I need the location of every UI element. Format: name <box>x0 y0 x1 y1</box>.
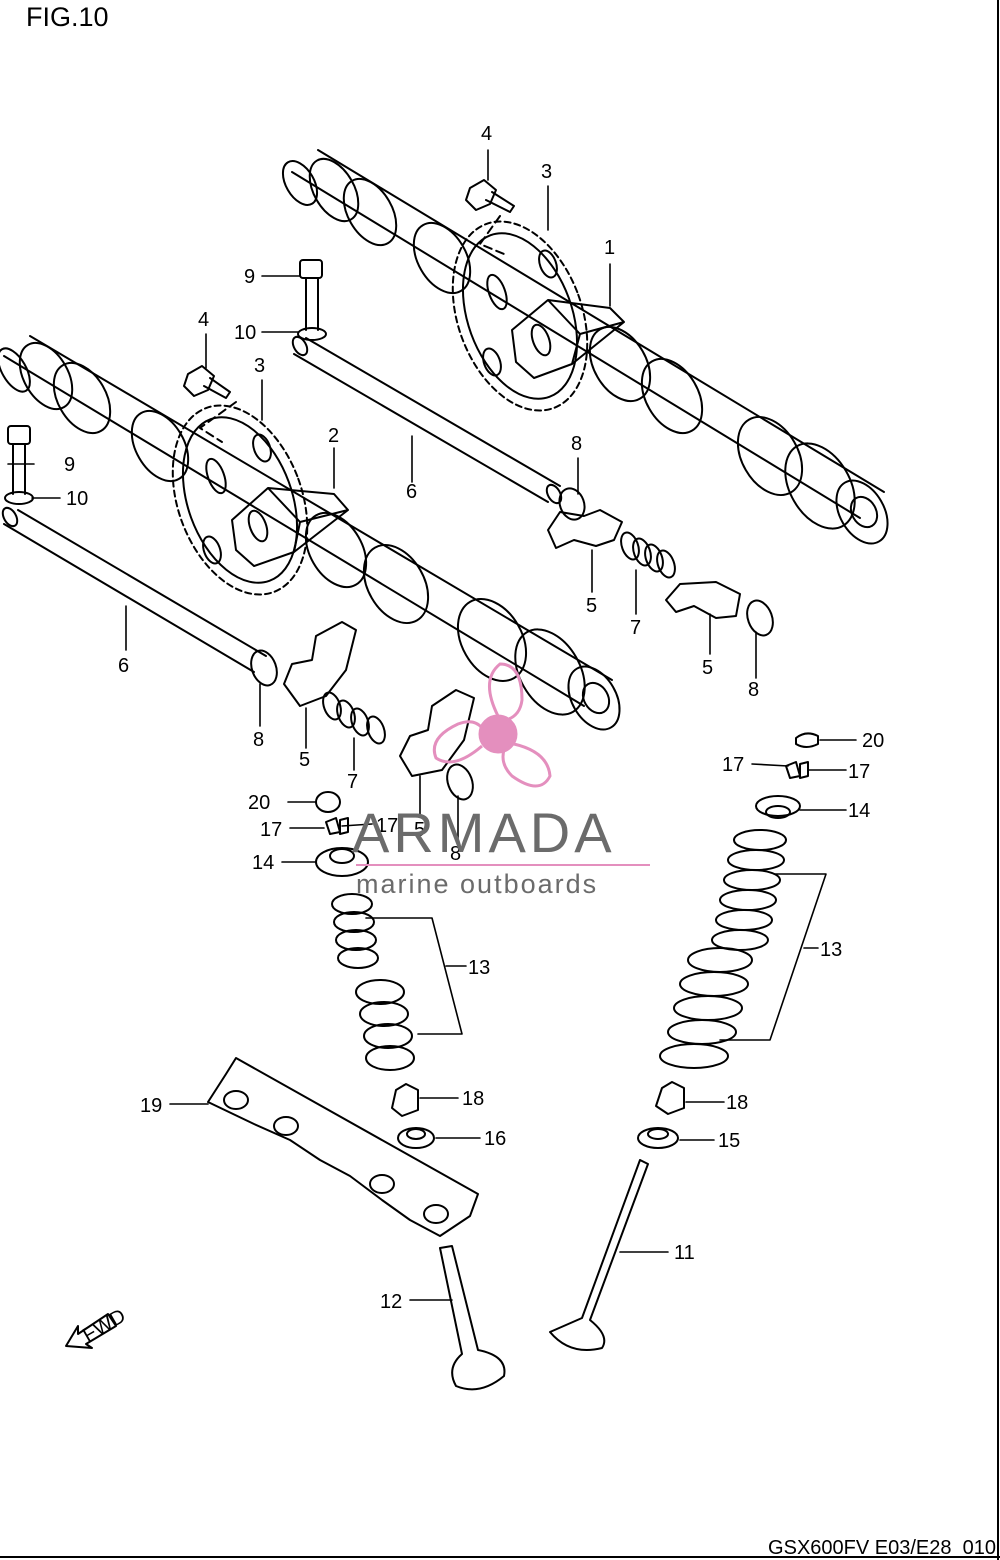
callout-8: 8 <box>253 729 264 751</box>
rocker-arm-5-c <box>283 621 357 707</box>
callout-18: 18 <box>726 1092 748 1114</box>
callout-6: 6 <box>118 655 129 677</box>
callout-4: 4 <box>481 123 492 145</box>
callout-7: 7 <box>347 771 358 793</box>
rocker-arm-5-d <box>399 689 475 777</box>
bolt-9-upper <box>297 259 327 341</box>
callout-9: 9 <box>64 454 75 476</box>
callout-4: 4 <box>198 309 209 331</box>
spring-7-upper <box>620 531 676 579</box>
callout-20: 20 <box>248 792 270 814</box>
svg-text:FWD: FWD <box>79 1305 129 1347</box>
cotter-17-right <box>785 761 809 779</box>
spring-7-lower <box>322 691 386 745</box>
frame-right-border <box>997 0 999 1560</box>
diagram-code: GSX600FV E03/E28_010 <box>768 1537 996 1559</box>
armada-propeller-logo <box>432 662 552 788</box>
callout-5: 5 <box>414 819 425 841</box>
fwd-arrow-icon: FWD <box>65 1305 130 1349</box>
cotter-17-left <box>325 817 349 835</box>
washer-8-b <box>746 599 774 637</box>
leader-lines <box>7 149 857 1301</box>
callout-8: 8 <box>450 843 461 865</box>
stem-seal-18-right <box>655 1081 685 1115</box>
figure-title: FIG.10 <box>26 2 109 32</box>
rocker-shaft-lower <box>1 506 267 673</box>
callout-13: 13 <box>468 957 490 979</box>
callout-3: 3 <box>541 161 552 183</box>
callout-7: 7 <box>630 617 641 639</box>
callout-17: 17 <box>260 819 282 841</box>
frame-bottom-border <box>0 1556 1000 1558</box>
bolt-9-lower <box>4 425 34 505</box>
cam-sprocket-lower <box>171 404 309 596</box>
callout-17: 17 <box>376 815 398 837</box>
shim-20-right <box>795 732 819 748</box>
callout-2: 2 <box>328 425 339 447</box>
watermark-brand: ARMADA <box>352 801 616 864</box>
callout-16: 16 <box>484 1128 506 1150</box>
callout-11: 11 <box>674 1242 695 1264</box>
valve-11 <box>549 1159 649 1351</box>
callout-17: 17 <box>848 761 870 783</box>
callout-9: 9 <box>244 266 255 288</box>
callout-5: 5 <box>299 749 310 771</box>
camshaft-lower <box>0 335 621 731</box>
callout-19: 19 <box>140 1095 162 1117</box>
callout-8: 8 <box>748 679 759 701</box>
callout-17: 17 <box>722 754 744 776</box>
callout-12: 12 <box>380 1291 402 1313</box>
spring-13-right <box>659 829 787 1069</box>
washer-8-a <box>558 487 586 521</box>
watermark-divider <box>356 864 650 866</box>
cam-hub-lower <box>231 487 349 567</box>
rocker-shaft-upper <box>291 335 563 505</box>
stem-seal-18-left <box>391 1083 419 1117</box>
retainer-14-right <box>755 795 801 819</box>
rocker-arm-5-a <box>547 509 623 549</box>
callout-15: 15 <box>718 1130 740 1152</box>
callout-13: 13 <box>820 939 842 961</box>
gasket-19 <box>207 1057 479 1237</box>
callout-14: 14 <box>252 852 274 874</box>
washer-8-d <box>446 763 474 801</box>
valve-12 <box>439 1245 506 1391</box>
spring-seat-16 <box>397 1127 435 1149</box>
rocker-arm-5-b <box>665 581 741 619</box>
callout-3: 3 <box>254 355 265 377</box>
callout-labels: 1 2 3 3 4 4 5 5 5 5 6 6 7 7 8 8 8 8 9 9 … <box>64 123 884 1313</box>
spring-seat-15 <box>637 1127 679 1149</box>
callout-10: 10 <box>234 322 256 344</box>
callout-8: 8 <box>571 433 582 455</box>
callout-5: 5 <box>702 657 713 679</box>
callout-14: 14 <box>848 800 870 822</box>
spring-13-left <box>331 893 415 1071</box>
callout-6: 6 <box>406 481 417 503</box>
callout-10: 10 <box>66 488 88 510</box>
cam-hub-upper <box>511 299 625 379</box>
shim-20-left <box>315 791 341 813</box>
washer-8-c <box>250 649 278 687</box>
watermark-tagline: marine outboards <box>356 869 599 899</box>
cam-sprocket-upper <box>451 220 589 412</box>
callout-1: 1 <box>604 237 615 259</box>
callout-20: 20 <box>862 730 884 752</box>
bolt-4-lower <box>183 365 237 443</box>
callout-18: 18 <box>462 1088 484 1110</box>
callout-5: 5 <box>586 595 597 617</box>
camshaft-upper <box>281 149 889 545</box>
bolt-4-upper <box>465 179 515 255</box>
